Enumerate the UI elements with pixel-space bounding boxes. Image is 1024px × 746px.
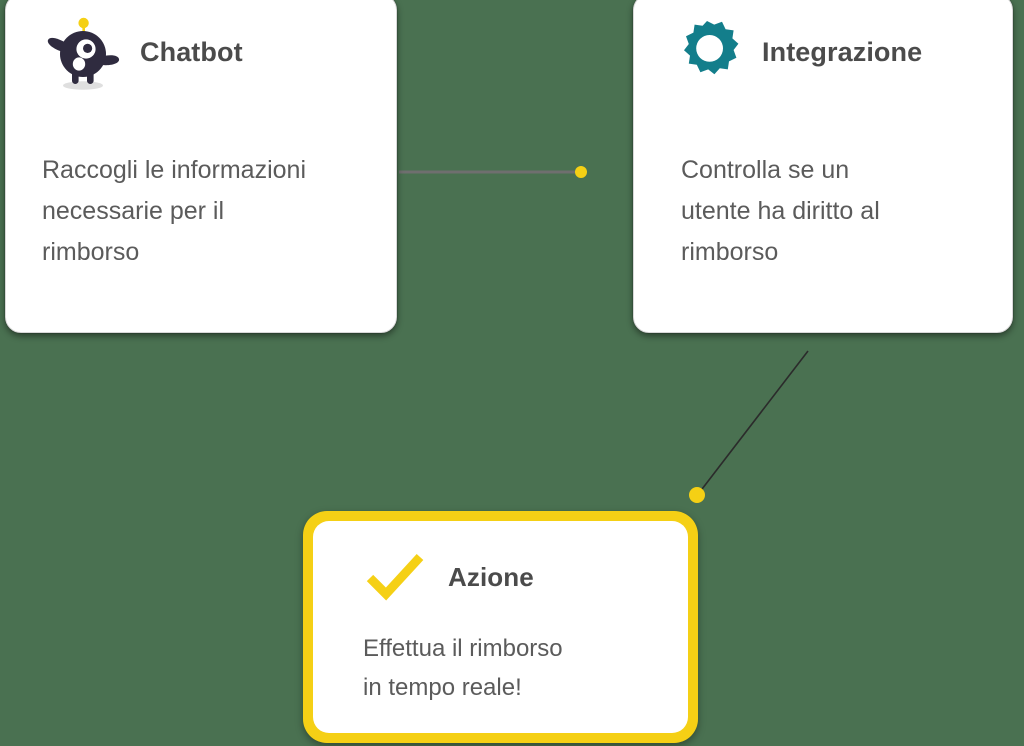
node-card-azione[interactable]: Azione Effettua il rimborso in tempo rea… [303, 511, 698, 743]
connector-chatbot-to-integrazione [399, 166, 587, 178]
connector-endpoint-dot-diagonal [689, 487, 705, 503]
robot-icon [47, 17, 120, 90]
card-header-integrazione: Integrazione [671, 15, 922, 89]
card-title-integrazione: Integrazione [762, 36, 923, 67]
connector-line-diagonal [698, 350, 809, 494]
gear-icon [684, 21, 739, 75]
checkmark-icon [366, 553, 424, 601]
node-card-azione-inner: Azione Effettua il rimborso in tempo rea… [313, 521, 688, 733]
node-card-integrazione[interactable]: Integrazione Controlla se un utente ha d… [633, 0, 1013, 333]
card-body-azione: Effettua il rimborso in tempo reale! [363, 635, 563, 701]
card-header-azione: Azione [365, 549, 534, 605]
card-body-chatbot: Raccogli le informazioni necessarie per … [42, 156, 307, 266]
connector-endpoint-dot-horizontal [575, 166, 587, 178]
card-title-chatbot: Chatbot [140, 36, 243, 67]
card-body-integrazione: Controlla se un utente ha diritto al rim… [681, 156, 880, 266]
card-header-chatbot: Chatbot [46, 13, 243, 91]
node-card-chatbot[interactable]: Chatbot Raccogli le informazioni necessa… [5, 0, 397, 333]
card-title-azione: Azione [448, 561, 534, 592]
connector-integrazione-to-azione [689, 350, 809, 503]
